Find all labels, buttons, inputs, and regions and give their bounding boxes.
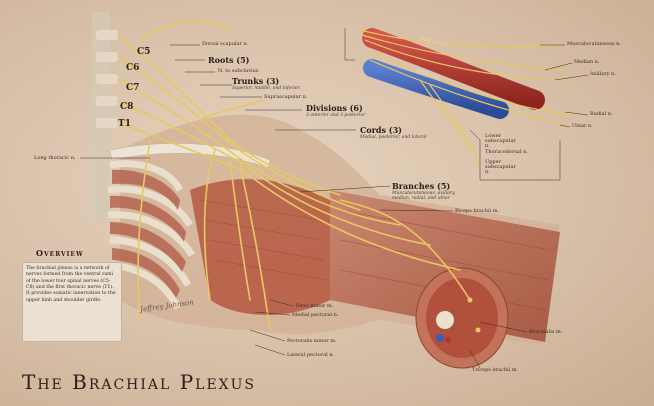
trunks-label: Trunks (3) (232, 76, 280, 86)
intercostal-muscles (110, 169, 186, 298)
axillary-label: Axillary n. (590, 71, 616, 77)
pectoralis-minor-label: Pectoralis minor m. (287, 338, 337, 344)
branches-label: Branches (5) (392, 181, 451, 191)
cords-label: Cords (3) (360, 125, 402, 135)
medial-pectoral-label: Medial pectoral n. (292, 312, 339, 318)
musculocutaneous-label: Musculocutaneous n. (567, 41, 621, 47)
upper-subscapular-label: Upper subscapular n. (485, 159, 516, 175)
cords-sublabel: Medial, posterior, and lateral (360, 135, 427, 140)
vertebra-label-c5: C5 (137, 47, 151, 57)
trunks-sublabel: Superior, middle, and inferior (232, 86, 300, 91)
brachialis-label: Brachialis m. (529, 329, 563, 335)
overview-box (22, 262, 122, 342)
triceps-brachii-label: Triceps brachii m. (472, 367, 519, 373)
divisions-label: Divisions (6) (306, 103, 363, 113)
biceps-brachii-label: Biceps brachii m. (455, 208, 500, 214)
n-to-subclavius-label: N. to subclavius (218, 68, 259, 74)
divisions-sublabel: 3 anterior and 3 posterior (306, 113, 366, 118)
thoracodorsal-label: Thoracodorsal n. (485, 149, 528, 155)
dorsal-scapular-label: Dorsal scapular n. (202, 41, 249, 47)
median-label: Median n. (574, 59, 600, 65)
brachial-plexus-nerves (117, 20, 471, 331)
ulnar-label: Ulnar n. (572, 123, 593, 129)
lateral-pectoral-label: Lateral pectoral n. (287, 352, 335, 358)
arm-cross-section (415, 267, 509, 369)
vessel-inset (359, 28, 576, 166)
leader-lines (80, 28, 589, 369)
muscle-fibers (199, 199, 551, 311)
roots-label: Roots (5) (208, 55, 250, 65)
vertebra-label-t1: T1 (118, 119, 131, 129)
lower-subscapular-label: Lower subscapular n. (485, 133, 516, 149)
teres-minor-label: Teres minor m. (295, 303, 334, 309)
overview-text: The brachial plexus is a network of nerv… (26, 266, 116, 303)
radial-label: Radial n. (590, 111, 613, 117)
page-title: The Brachial Plexus (22, 370, 257, 394)
vertebra-label-c8: C8 (120, 102, 134, 112)
long-thoracic-label: Long thoracic n. (34, 155, 76, 161)
vertebra-label-c7: C7 (126, 83, 140, 93)
overview-heading: Overview (36, 248, 84, 258)
suprascapular-label: Suprascapular n. (264, 94, 308, 100)
branches-sublabel: Musculocutaneous, axillary, median, radi… (392, 191, 456, 202)
spine (92, 12, 118, 222)
pectoral-muscles (190, 179, 330, 315)
vertebra-label-c6: C6 (126, 63, 140, 73)
